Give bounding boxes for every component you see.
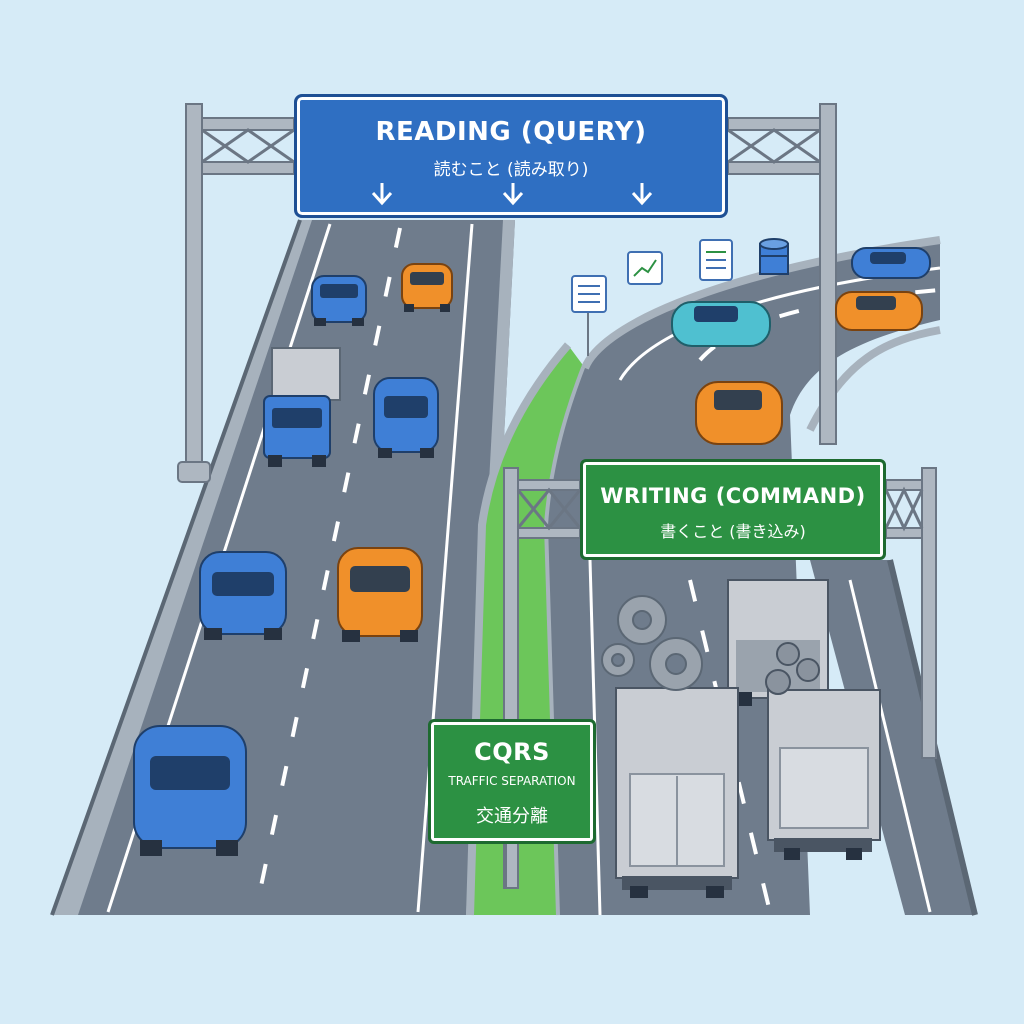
writing-sign-title: WRITING (COMMAND) [600, 484, 866, 508]
gear-icon [617, 595, 667, 645]
car [671, 301, 771, 347]
sign-post [505, 839, 519, 889]
car [311, 275, 367, 326]
truck [263, 347, 341, 467]
reading-query-sign: READING (QUERY) 読むこと (読み取り) [294, 94, 728, 218]
reading-sign-subtitle: 読むこと (読み取り) [433, 160, 589, 180]
writing-command-sign: WRITING (COMMAND) 書くこと (書き込み) [580, 459, 886, 560]
reading-sign-title: READING (QUERY) [375, 117, 647, 147]
truck [767, 689, 881, 860]
car [851, 247, 931, 279]
gear-icon [601, 643, 635, 677]
database-icon [759, 238, 789, 275]
cqrs-traffic-separation-sign: CQRS TRAFFIC SEPARATION 交通分離 [428, 719, 596, 844]
list-icon [571, 275, 607, 356]
car [133, 725, 247, 856]
car [199, 551, 287, 640]
car [695, 381, 783, 445]
cqrs-sign-line3: 交通分離 [476, 806, 548, 827]
gear-icon [649, 637, 703, 691]
down-arrow-icon [631, 183, 653, 206]
car [337, 547, 423, 642]
down-arrow-icon [371, 183, 393, 206]
down-arrow-icon [502, 183, 524, 206]
lane-arrows [297, 181, 725, 207]
truck [615, 687, 739, 898]
car [373, 377, 439, 458]
chart-icon [627, 251, 663, 285]
document-icon [699, 239, 733, 281]
cqrs-sign-title: CQRS [474, 738, 550, 766]
reading-gantry [177, 103, 837, 483]
cqrs-sign-line2: TRAFFIC SEPARATION [448, 774, 576, 788]
gear-icon [765, 642, 820, 695]
car [401, 263, 453, 312]
car [835, 291, 923, 331]
writing-sign-subtitle: 書くこと (書き込み) [660, 522, 806, 541]
